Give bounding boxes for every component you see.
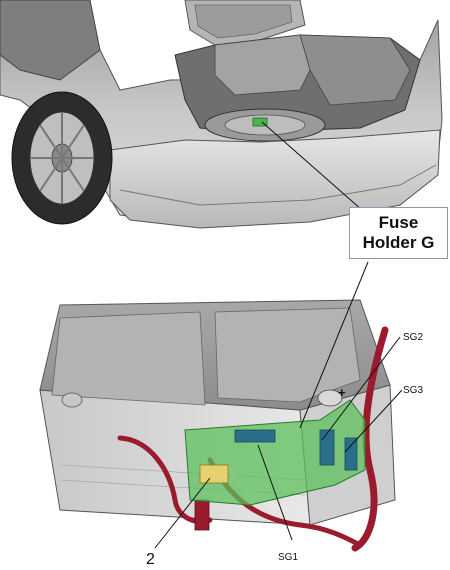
label-sg3: SG3 <box>403 385 423 396</box>
label-plus: + <box>338 385 346 400</box>
label-leader-lines <box>154 261 403 549</box>
label-sg2: SG2 <box>403 332 423 343</box>
fuse-holder-location-marker <box>252 117 268 127</box>
callout-line-1: Fuse <box>378 213 419 232</box>
label-item-2: 2 <box>146 551 155 568</box>
rear-wheel <box>11 91 113 225</box>
callout-leader-line-upper <box>261 121 363 211</box>
item-2-connector <box>199 464 229 484</box>
fuse-holder-g <box>184 389 366 506</box>
label-sg1: SG1 <box>278 552 298 563</box>
car-rear-illustration <box>0 0 443 229</box>
fuse-holder-g-callout: Fuse Holder G <box>349 207 448 259</box>
callout-line-2: Holder G <box>362 233 435 252</box>
